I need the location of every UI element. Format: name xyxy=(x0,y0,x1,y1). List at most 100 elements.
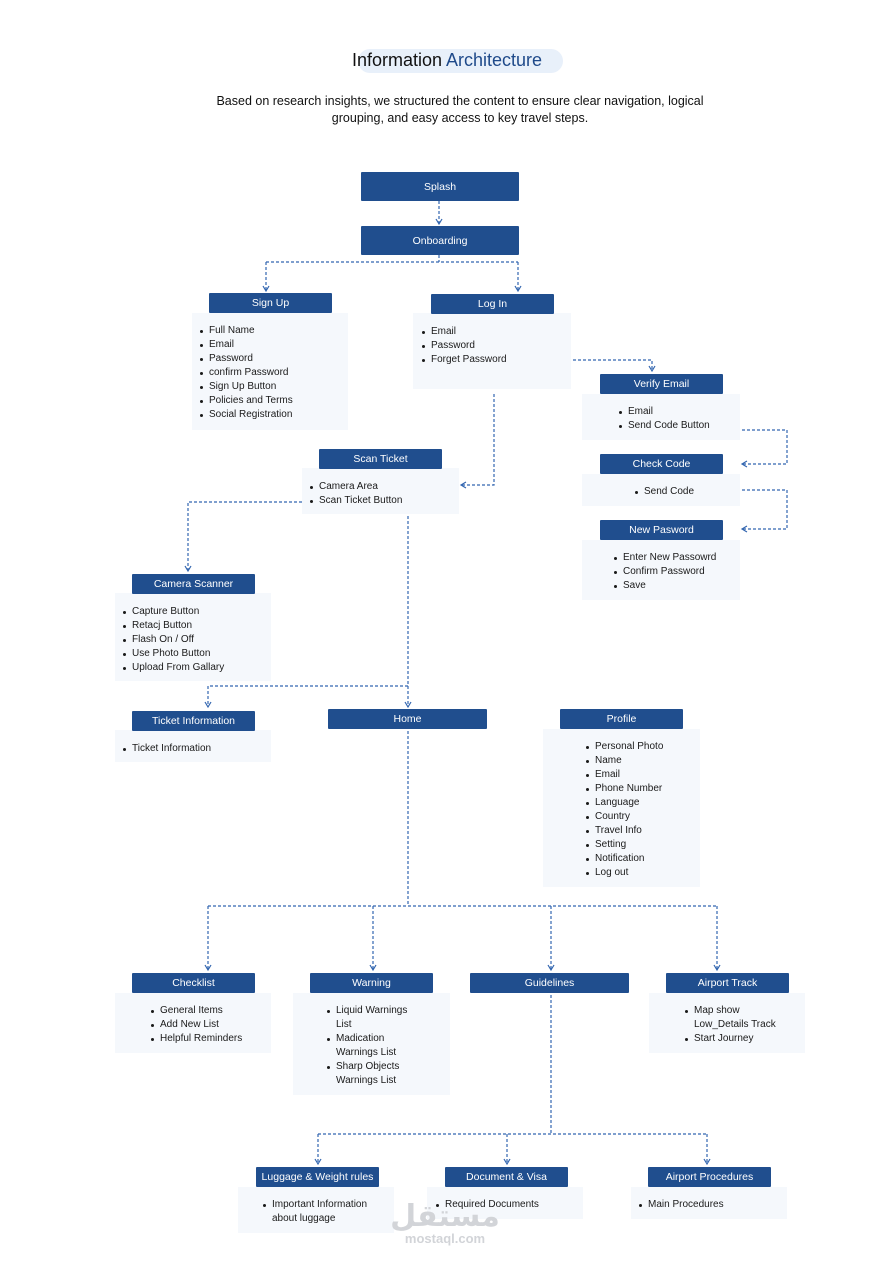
list-item: Retacj Button xyxy=(123,619,268,633)
connector-onboarding-auth xyxy=(266,255,518,291)
airport-procedures-items: Main Procedures xyxy=(639,1198,779,1212)
node-profile: Profile xyxy=(560,709,683,729)
list-item: Country xyxy=(586,810,696,824)
check-code-items: Send Code xyxy=(635,485,735,499)
list-item: Notification xyxy=(586,852,696,866)
node-log-in: Log In xyxy=(431,294,554,314)
list-item: Policies and Terms xyxy=(200,394,340,408)
list-item: Email xyxy=(586,768,696,782)
document-visa-panel xyxy=(427,1187,583,1219)
connector-scan-camera xyxy=(184,501,302,573)
title-accent: Architecture xyxy=(446,50,543,70)
airport-track-panel xyxy=(649,993,805,1053)
sign-up-panel xyxy=(192,313,348,430)
scan-ticket-items: Camera Area Scan Ticket Button xyxy=(310,480,455,508)
checklist-items: General Items Add New List Helpful Remin… xyxy=(151,1004,269,1046)
list-item: Camera Area xyxy=(310,480,455,494)
sign-up-items: Full Name Email Password confirm Passwor… xyxy=(200,324,340,422)
verify-email-items: Email Send Code Button xyxy=(619,405,734,433)
node-luggage-weight-rules: Luggage & Weight rules xyxy=(256,1167,379,1187)
list-item: Sharp Objects Warnings List xyxy=(327,1060,419,1088)
list-item: Phone Number xyxy=(586,782,696,796)
list-item: Travel Info xyxy=(586,824,696,838)
warning-panel xyxy=(293,993,450,1095)
list-item: Language xyxy=(586,796,696,810)
node-camera-scanner: Camera Scanner xyxy=(132,574,255,594)
node-onboarding: Onboarding xyxy=(361,226,519,255)
node-guidelines: Guidelines xyxy=(470,973,629,993)
connector-check-newpass xyxy=(740,489,788,533)
list-item: Social Registration xyxy=(200,408,340,422)
list-item: Add New List xyxy=(151,1018,269,1032)
list-item: Forget Password xyxy=(422,353,562,367)
node-splash: Splash xyxy=(361,172,519,201)
luggage-panel xyxy=(238,1187,394,1233)
list-item: Map show Low_Details Track xyxy=(685,1004,785,1032)
ticket-information-panel xyxy=(115,730,271,762)
node-scan-ticket: Scan Ticket xyxy=(319,449,442,469)
list-item: Capture Button xyxy=(123,605,268,619)
subtitle-line-2: grouping, and easy access to key travel … xyxy=(331,111,589,125)
warning-items: Liquid Warnings List Madication Warnings… xyxy=(327,1004,419,1088)
log-in-items: Email Password Forget Password xyxy=(422,325,562,367)
page-subtitle: Based on research insights, we structure… xyxy=(197,93,723,127)
new-password-items: Enter New Passowrd Confirm Password Save xyxy=(614,551,734,593)
title-main: Information xyxy=(351,50,442,70)
node-checklist: Checklist xyxy=(132,973,255,993)
node-airport-procedures: Airport Procedures xyxy=(648,1167,771,1187)
list-item: Password xyxy=(422,339,562,353)
node-sign-up: Sign Up xyxy=(209,293,332,313)
list-item: General Items xyxy=(151,1004,269,1018)
page-title: Information Architecture xyxy=(0,49,894,71)
profile-items: Personal Photo Name Email Phone Number L… xyxy=(586,740,696,880)
watermark-latin: mostaql.com xyxy=(404,1231,486,1246)
title-highlight xyxy=(358,49,563,73)
ticket-information-items: Ticket Information xyxy=(123,742,268,756)
connector-login-scan xyxy=(459,394,495,489)
node-new-password: New Pasword xyxy=(600,520,723,540)
node-check-code: Check Code xyxy=(600,454,723,474)
node-verify-email: Verify Email xyxy=(600,374,723,394)
profile-panel xyxy=(543,729,700,887)
list-item: Use Photo Button xyxy=(123,647,268,661)
list-item: Madication Warnings List xyxy=(327,1032,419,1060)
document-visa-items: Required Documents xyxy=(436,1198,576,1212)
node-warning: Warning xyxy=(310,973,433,993)
list-item: Sign Up Button xyxy=(200,380,340,394)
checklist-panel xyxy=(115,993,271,1053)
list-item: Email xyxy=(422,325,562,339)
list-item: Personal Photo xyxy=(586,740,696,754)
list-item: Email xyxy=(619,405,734,419)
watermark-arabic: مستقل xyxy=(390,1200,500,1233)
check-code-panel xyxy=(582,474,740,506)
luggage-items: Important Information about luggage xyxy=(263,1198,381,1226)
connector-verify-check xyxy=(740,429,788,468)
node-document-visa: Document & Visa xyxy=(445,1167,568,1187)
connector-login-verify xyxy=(573,359,656,373)
list-item: Liquid Warnings List xyxy=(327,1004,419,1032)
log-in-panel xyxy=(413,313,571,389)
airport-procedures-panel xyxy=(631,1187,787,1219)
list-item: Log out xyxy=(586,866,696,880)
list-item: Password xyxy=(200,352,340,366)
list-item: Scan Ticket Button xyxy=(310,494,455,508)
list-item: Send Code xyxy=(635,485,735,499)
list-item: Important Information about luggage xyxy=(263,1198,381,1226)
watermark: مستقل mostaql.com xyxy=(360,1202,530,1246)
list-item: Save xyxy=(614,579,734,593)
camera-scanner-panel xyxy=(115,593,271,681)
list-item: Setting xyxy=(586,838,696,852)
list-item: Main Procedures xyxy=(639,1198,779,1212)
airport-track-items: Map show Low_Details Track Start Journey xyxy=(685,1004,785,1046)
list-item: Confirm Password xyxy=(614,565,734,579)
list-item: Ticket Information xyxy=(123,742,268,756)
verify-email-panel xyxy=(582,394,740,440)
node-airport-track: Airport Track xyxy=(666,973,789,993)
list-item: Helpful Reminders xyxy=(151,1032,269,1046)
list-item: Required Documents xyxy=(436,1198,576,1212)
node-ticket-information: Ticket Information xyxy=(132,711,255,731)
list-item: Upload From Gallary xyxy=(123,661,268,675)
list-item: confirm Password xyxy=(200,366,340,380)
camera-scanner-items: Capture Button Retacj Button Flash On / … xyxy=(123,605,268,675)
